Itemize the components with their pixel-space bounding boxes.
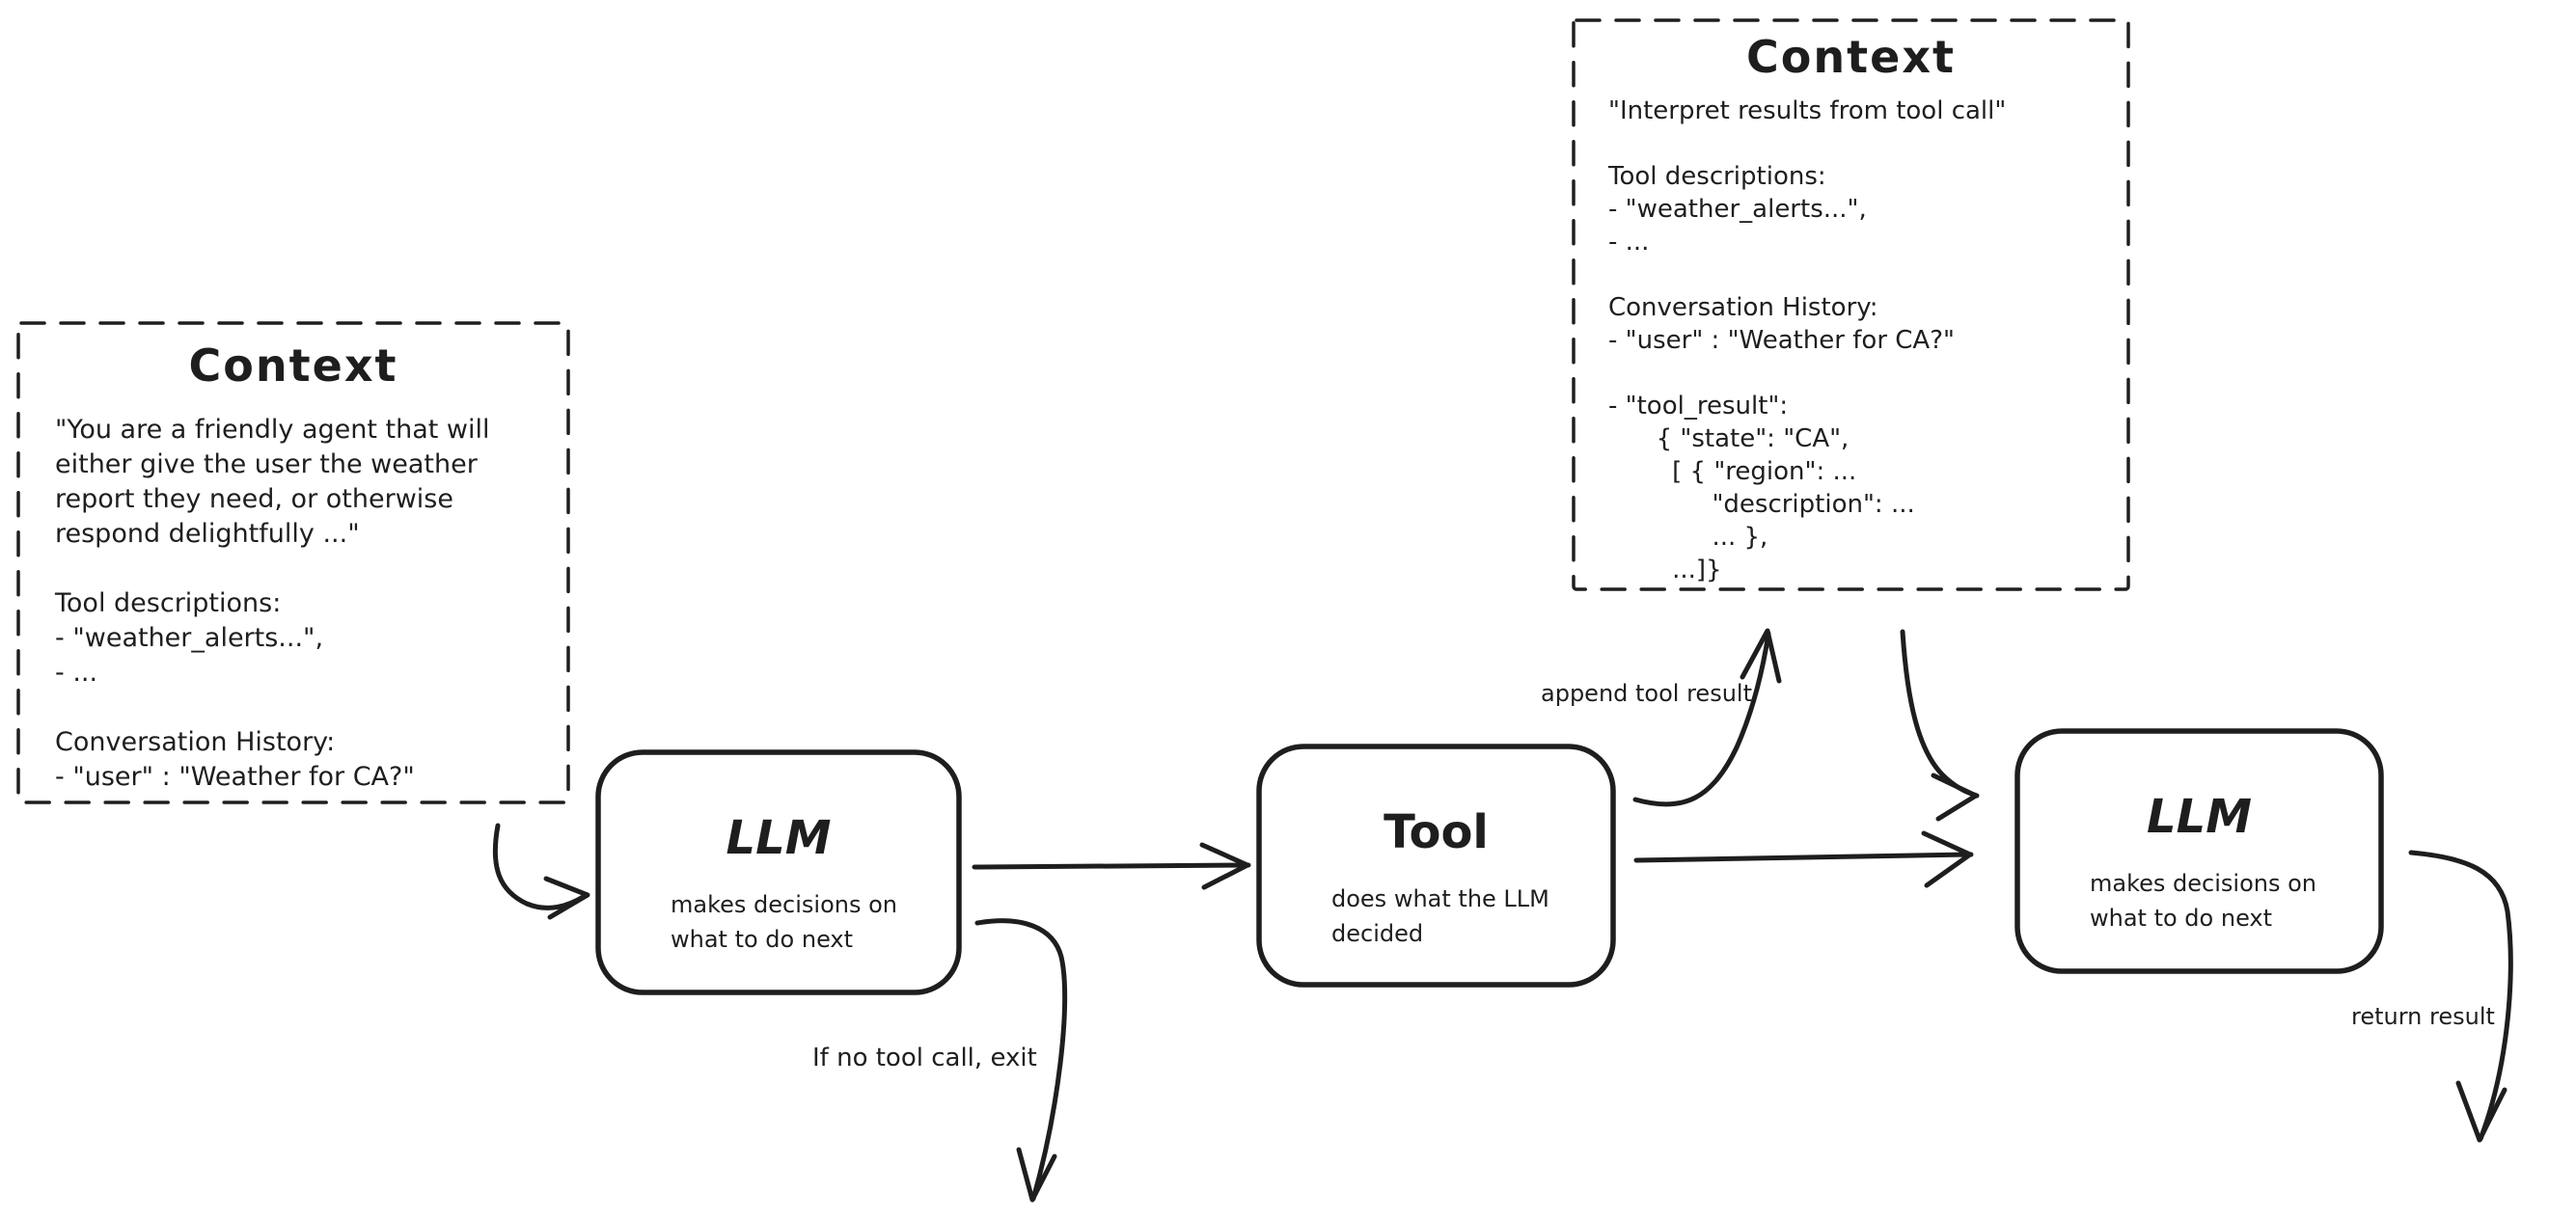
edge-label-append-tool-result: append tool result — [1541, 680, 1752, 707]
arrow-llm1-to-tool — [972, 862, 1251, 870]
llm1-node-subtitle: makes decisions on what to do next — [671, 891, 897, 953]
arrowhead-tool-to-context-top — [1740, 628, 1782, 684]
llm2-node: LLM makes decisions on what to do next — [2017, 731, 2381, 971]
context-left-body: "You are a friendly agent that will eith… — [55, 415, 490, 792]
context-left-title: Context — [188, 339, 398, 392]
arrowhead-llm2-return — [2455, 1080, 2507, 1143]
arrowhead-llm1-exit — [1016, 1147, 1057, 1203]
edge-label-return-result: return result — [2351, 1003, 2495, 1030]
tool-node-subtitle: does what the LLM decided — [1331, 885, 1549, 947]
llm2-node-box — [2014, 728, 2384, 974]
llm1-node-box — [595, 749, 962, 995]
context-top-title: Context — [1746, 31, 1956, 83]
arrow-context-top-to-llm2 — [1900, 629, 1980, 799]
arrow-llm2-return — [2408, 850, 2513, 1142]
context-top-box — [1572, 18, 2130, 591]
arrowhead-llm1-to-tool — [1199, 842, 1250, 890]
tool-node: Tool does what the LLM decided — [1259, 746, 1613, 985]
arrow-tool-to-llm2 — [1633, 852, 1974, 863]
edge-label-if-no-tool-call-exit: If no tool call, exit — [812, 1044, 1037, 1072]
arrow-llm1-exit — [974, 918, 1068, 1202]
arrowhead-context-top-to-llm2 — [1931, 773, 1979, 822]
tool-node-box — [1256, 744, 1616, 988]
tool-node-title: Tool — [1384, 805, 1489, 859]
context-top-body: "Interpret results from tool call" Tool … — [1608, 96, 2007, 584]
arrowhead-context-left-to-llm1 — [543, 876, 590, 920]
llm1-node: LLM makes decisions on what to do next — [598, 752, 959, 992]
llm1-node-title: LLM — [726, 811, 832, 865]
arrowhead-tool-to-llm2 — [1921, 830, 1973, 888]
llm2-node-subtitle: makes decisions on what to do next — [2090, 870, 2316, 932]
arrow-tool-to-context-top — [1632, 631, 1771, 807]
arrow-context-left-to-llm1 — [492, 823, 588, 910]
llm2-node-title: LLM — [2147, 790, 2252, 844]
